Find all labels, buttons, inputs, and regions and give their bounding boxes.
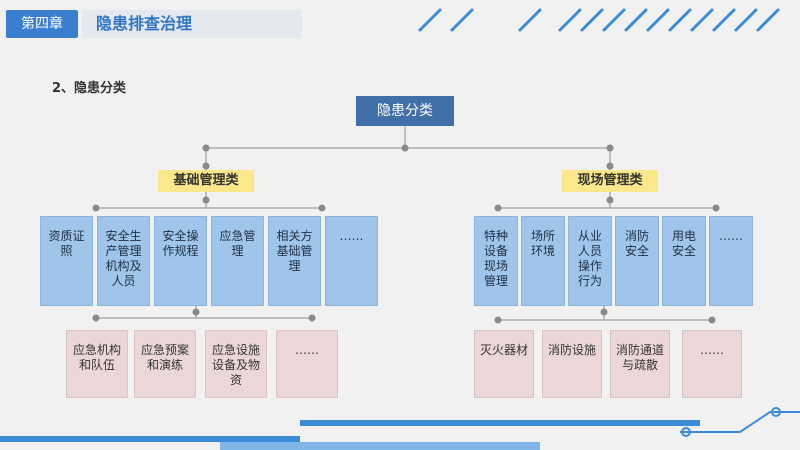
category-basic-management: 基础管理类	[158, 170, 254, 192]
basic-item: 相关方基础管理	[268, 216, 321, 306]
basic-sub-item: ……	[276, 330, 338, 398]
basic-sub-item: 应急机构和队伍	[66, 330, 128, 398]
basic-item: 资质证照	[40, 216, 93, 306]
site-sub-item: 消防通道与疏散	[610, 330, 670, 398]
diagram-root-node: 隐患分类	[356, 96, 454, 126]
site-item: 场所环境	[521, 216, 565, 306]
site-item: 特种设备现场管理	[474, 216, 518, 306]
site-item: 消防安全	[615, 216, 659, 306]
site-item: 从业人员操作行为	[568, 216, 612, 306]
category-site-management: 现场管理类	[562, 170, 658, 192]
site-item: 用电安全	[662, 216, 706, 306]
site-sub-item: 灭火器材	[474, 330, 534, 398]
basic-sub-item: 应急设施设备及物资	[205, 330, 267, 398]
basic-item: 安全操作规程	[154, 216, 207, 306]
page-title: 隐患排查治理	[82, 10, 302, 38]
section-label: 2、隐患分类	[52, 81, 127, 96]
basic-item: 安全生产管理机构及人员	[97, 216, 150, 306]
basic-item: ……	[325, 216, 378, 306]
site-sub-item: 消防设施	[542, 330, 602, 398]
chapter-tag: 第四章	[6, 10, 78, 38]
site-item: ……	[709, 216, 753, 306]
site-sub-item: ……	[682, 330, 742, 398]
basic-sub-item: 应急预案和演练	[134, 330, 196, 398]
basic-item: 应急管理	[211, 216, 264, 306]
